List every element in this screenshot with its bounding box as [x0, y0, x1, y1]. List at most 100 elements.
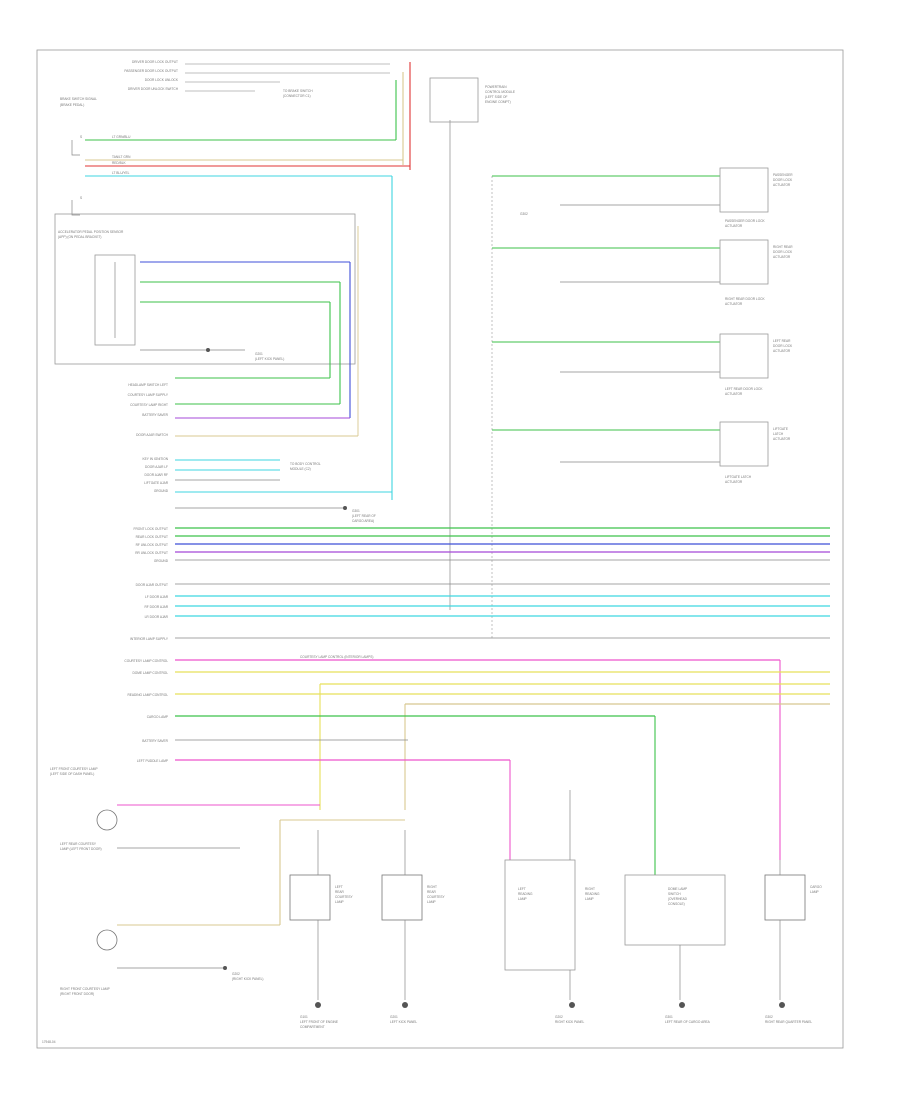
svg-text:RIGHT: RIGHT — [427, 885, 437, 889]
svg-text:LEFT FRONT COURTESY LAMP: LEFT FRONT COURTESY LAMP — [50, 767, 98, 771]
svg-text:CARGO LAMP: CARGO LAMP — [147, 715, 168, 719]
svg-text:LAMP: LAMP — [427, 900, 436, 904]
svg-text:(LEFT SIDE OF DASH PANEL): (LEFT SIDE OF DASH PANEL) — [50, 772, 94, 776]
svg-text:COURTESY LAMP RIGHT: COURTESY LAMP RIGHT — [130, 403, 168, 407]
svg-text:BATTERY SAVER: BATTERY SAVER — [142, 739, 168, 743]
svg-text:RF DOOR AJAR: RF DOOR AJAR — [144, 605, 168, 609]
svg-text:COURTESY: COURTESY — [335, 895, 354, 899]
svg-text:G201: G201 — [390, 1015, 398, 1019]
svg-text:READING: READING — [585, 892, 600, 896]
svg-text:RIGHT KICK PANEL: RIGHT KICK PANEL — [555, 1020, 585, 1024]
svg-text:(APP) (ON PEDAL BRACKET): (APP) (ON PEDAL BRACKET) — [58, 235, 101, 239]
brake-switch-group: S S — [71, 135, 82, 216]
svg-text:FRONT LOCK OUTPUT: FRONT LOCK OUTPUT — [134, 527, 169, 531]
svg-text:DOOR LOCK UNLOCK: DOOR LOCK UNLOCK — [145, 78, 179, 82]
svg-text:(LEFT KICK PANEL): (LEFT KICK PANEL) — [255, 357, 284, 361]
pcm-fuse-box — [429, 77, 479, 123]
svg-text:COURTESY LAMP CONTROL: COURTESY LAMP CONTROL — [124, 659, 168, 663]
svg-text:LAMP: LAMP — [810, 890, 819, 894]
svg-text:KEY IN IGNITION: KEY IN IGNITION — [143, 457, 169, 461]
svg-text:MODULE (C2): MODULE (C2) — [290, 467, 311, 471]
svg-text:ACTUATOR: ACTUATOR — [725, 224, 743, 228]
svg-text:(BRAKE PEDAL): (BRAKE PEDAL) — [60, 103, 84, 107]
svg-text:S: S — [80, 196, 82, 200]
svg-text:HEADLAMP SWITCH LEFT: HEADLAMP SWITCH LEFT — [128, 383, 168, 387]
svg-text:DOOR AJAR OUTPUT: DOOR AJAR OUTPUT — [136, 583, 168, 587]
svg-text:ACTUATOR: ACTUATOR — [773, 349, 791, 353]
svg-text:BATTERY SAVER: BATTERY SAVER — [142, 413, 168, 417]
svg-text:LIFTGATE LATCH: LIFTGATE LATCH — [725, 475, 752, 479]
svg-text:ACCELERATOR PEDAL POSITION SEN: ACCELERATOR PEDAL POSITION SENSOR — [58, 230, 124, 234]
svg-text:LEFT: LEFT — [518, 887, 526, 891]
svg-text:RIGHT REAR QUARTER PANEL: RIGHT REAR QUARTER PANEL — [765, 1020, 812, 1024]
svg-text:ACTUATOR: ACTUATOR — [725, 480, 743, 484]
svg-text:SWITCH: SWITCH — [668, 892, 681, 896]
svg-text:TO BRAKE SWITCH: TO BRAKE SWITCH — [283, 89, 313, 93]
svg-text:RIGHT FRONT COURTESY LAMP: RIGHT FRONT COURTESY LAMP — [60, 987, 110, 991]
svg-text:POWERTRAIN: POWERTRAIN — [485, 85, 507, 89]
svg-text:RF UNLOCK OUTPUT: RF UNLOCK OUTPUT — [136, 543, 168, 547]
svg-text:RED/BLK: RED/BLK — [112, 161, 127, 165]
svg-text:COURTESY LAMP SUPPLY: COURTESY LAMP SUPPLY — [128, 393, 169, 397]
page-code: 17948-04 — [42, 1040, 56, 1044]
svg-text:DOOR LOCK: DOOR LOCK — [773, 178, 793, 182]
svg-text:PASSENGER DOOR LOCK: PASSENGER DOOR LOCK — [725, 219, 765, 223]
svg-text:TAN/LT GRN: TAN/LT GRN — [112, 155, 131, 159]
cyan-wire-group: DOOR AJAR OUTPUT LF DOOR AJAR RF DOOR AJ… — [136, 583, 830, 619]
svg-text:LATCH: LATCH — [773, 432, 784, 436]
svg-text:ENGINE COMPT): ENGINE COMPT) — [485, 100, 511, 104]
svg-text:S: S — [80, 135, 82, 139]
svg-text:DOOR LOCK: DOOR LOCK — [773, 250, 793, 254]
svg-text:INTERIOR LAMP SUPPLY: INTERIOR LAMP SUPPLY — [130, 637, 169, 641]
svg-text:DOME LAMP: DOME LAMP — [668, 887, 687, 891]
svg-text:G302: G302 — [520, 212, 528, 216]
svg-text:(RIGHT KICK PANEL): (RIGHT KICK PANEL) — [232, 977, 263, 981]
svg-text:DOOR AJAR SWITCH: DOOR AJAR SWITCH — [136, 433, 169, 437]
svg-text:G202: G202 — [555, 1015, 563, 1019]
svg-text:BRAKE SWITCH SIGNAL: BRAKE SWITCH SIGNAL — [60, 97, 97, 101]
top-left-connector-block: DRIVER DOOR LOCK OUTPUT PASSENGER DOOR L… — [60, 60, 390, 107]
svg-text:CARGO: CARGO — [810, 885, 822, 889]
svg-text:G201: G201 — [255, 352, 263, 356]
svg-text:LR DOOR AJAR: LR DOOR AJAR — [145, 615, 169, 619]
svg-text:DOOR AJAR LF: DOOR AJAR LF — [145, 465, 168, 469]
svg-text:CARGO AREA): CARGO AREA) — [352, 519, 374, 523]
svg-text:ACTUATOR: ACTUATOR — [773, 183, 791, 187]
svg-text:LF DOOR AJAR: LF DOOR AJAR — [145, 595, 169, 599]
svg-text:TO BODY CONTROL: TO BODY CONTROL — [290, 462, 321, 466]
svg-text:DRIVER DOOR LOCK OUTPUT: DRIVER DOOR LOCK OUTPUT — [132, 60, 178, 64]
svg-text:READING: READING — [518, 892, 533, 896]
svg-text:ACTUATOR: ACTUATOR — [725, 392, 743, 396]
svg-text:(RIGHT FRONT DOOR): (RIGHT FRONT DOOR) — [60, 992, 94, 996]
door-actuators-right: PASSENGER DOOR LOCK ACTUATOR PASSENGER D… — [492, 167, 793, 484]
svg-text:LEFT FRONT OF ENGINE: LEFT FRONT OF ENGINE — [300, 1020, 338, 1024]
courtesy-lamp-row: LEFT REAR COURTESY LAMP RIGHT REAR COURT… — [289, 790, 822, 1008]
svg-text:G301: G301 — [665, 1015, 673, 1019]
svg-text:REAR: REAR — [427, 890, 437, 894]
svg-text:REAR: REAR — [335, 890, 345, 894]
svg-text:LEFT REAR COURTESY: LEFT REAR COURTESY — [60, 842, 97, 846]
svg-text:DOOR AJAR RF: DOOR AJAR RF — [144, 473, 168, 477]
svg-text:RIGHT REAR DOOR LOCK: RIGHT REAR DOOR LOCK — [725, 297, 765, 301]
svg-text:PASSENGER DOOR LOCK OUTPUT: PASSENGER DOOR LOCK OUTPUT — [124, 69, 178, 73]
left-front-lamps: LEFT FRONT COURTESY LAMP (LEFT SIDE OF D… — [50, 767, 405, 996]
svg-text:COMPARTMENT: COMPARTMENT — [300, 1025, 325, 1029]
svg-text:LEFT REAR DOOR LOCK: LEFT REAR DOOR LOCK — [725, 387, 763, 391]
svg-text:LEFT PUDDLE LAMP: LEFT PUDDLE LAMP — [137, 759, 168, 763]
svg-text:LIFTGATE AJAR: LIFTGATE AJAR — [144, 481, 169, 485]
svg-text:LEFT KICK PANEL: LEFT KICK PANEL — [390, 1020, 417, 1024]
svg-text:(LEFT SIDE OF: (LEFT SIDE OF — [485, 95, 507, 99]
svg-text:LIFTGATE: LIFTGATE — [773, 427, 788, 431]
svg-text:READING LAMP CONTROL: READING LAMP CONTROL — [127, 693, 168, 697]
svg-text:DOOR LOCK: DOOR LOCK — [773, 344, 793, 348]
svg-text:REAR LOCK OUTPUT: REAR LOCK OUTPUT — [136, 535, 168, 539]
module-connector-list: HEADLAMP SWITCH LEFT COURTESY LAMP SUPPL… — [128, 383, 169, 493]
svg-text:DOME LAMP CONTROL: DOME LAMP CONTROL — [132, 671, 168, 675]
svg-text:RR UNLOCK OUTPUT: RR UNLOCK OUTPUT — [135, 551, 168, 555]
svg-text:(LEFT REAR OF: (LEFT REAR OF — [352, 514, 376, 518]
lamp-control-bus: COURTESY LAMP CONTROL DOME LAMP CONTROL … — [124, 655, 830, 875]
svg-text:LT GRN/BLU: LT GRN/BLU — [112, 135, 131, 139]
svg-text:ACTUATOR: ACTUATOR — [725, 302, 743, 306]
svg-text:LAMP: LAMP — [585, 897, 594, 901]
